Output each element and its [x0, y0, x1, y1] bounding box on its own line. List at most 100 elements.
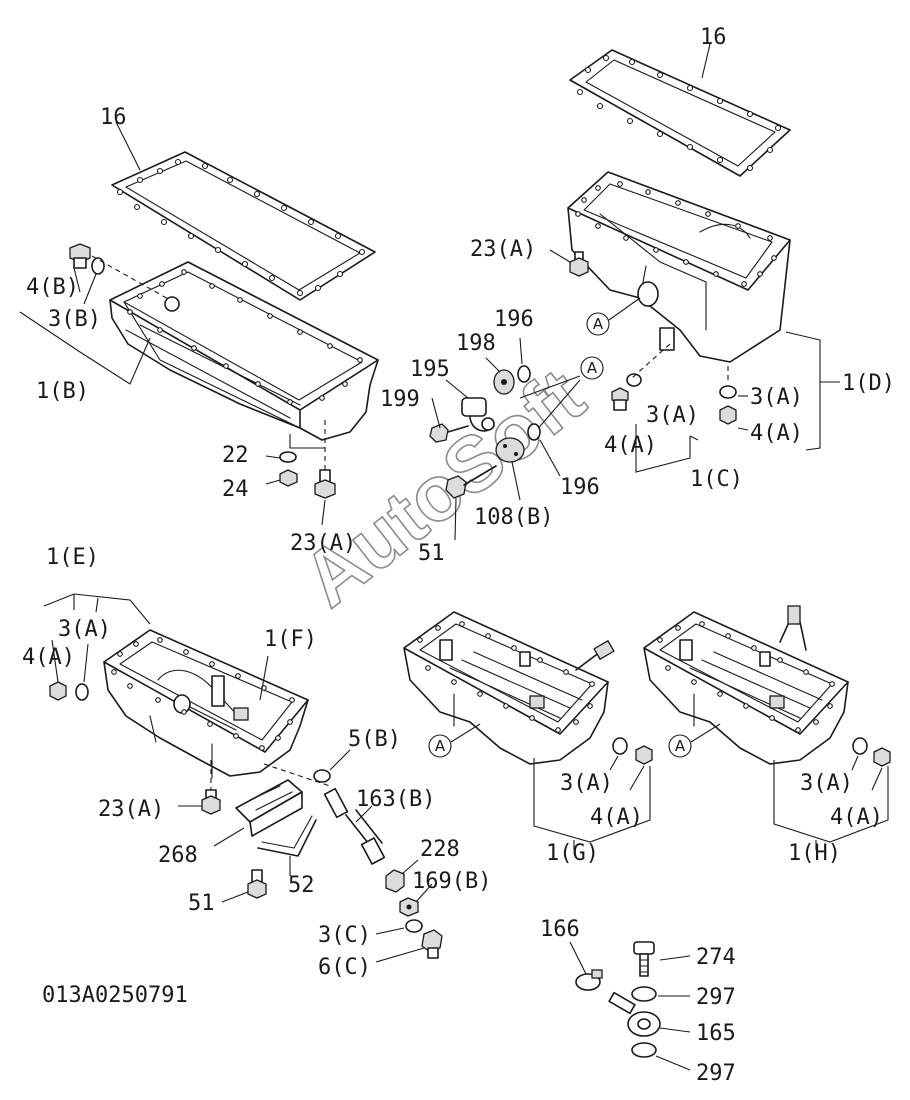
- washer-3a-d: [719, 385, 737, 399]
- svg-text:A: A: [593, 315, 604, 333]
- label-163b: 163(B): [356, 787, 435, 812]
- eye-joint-165: [608, 991, 661, 1037]
- bolt-51-low: [247, 869, 267, 899]
- label-3a-c: 3(A): [646, 403, 699, 428]
- strainer-268: [235, 779, 303, 837]
- oil-pan-1g: [403, 611, 615, 765]
- marker-a-2: [580, 356, 604, 380]
- clip-22: [279, 451, 297, 463]
- label-23a-low: 23(A): [98, 797, 164, 822]
- bolt-23a-low: [201, 789, 221, 815]
- label-166: 166: [540, 917, 580, 942]
- label-274: 274: [696, 945, 736, 970]
- marker-a-4: [668, 734, 692, 758]
- label-3b: 3(B): [48, 307, 101, 332]
- washer-3c: [405, 919, 423, 933]
- label-1e: 1(E): [46, 545, 99, 570]
- plug-4a-d: [719, 405, 737, 425]
- bolt-51-top: [445, 465, 497, 499]
- label-51-top: 51: [418, 541, 445, 566]
- label-228: 228: [420, 837, 460, 862]
- adapter-198: [493, 369, 515, 395]
- label-4a-d: 4(A): [750, 421, 803, 446]
- o-ring-196-top: [517, 365, 531, 383]
- label-198: 198: [456, 331, 496, 356]
- label-16-left: 16: [100, 105, 127, 130]
- gasket-16-right: [569, 49, 791, 177]
- label-6c: 6(C): [318, 955, 371, 980]
- label-268: 268: [158, 843, 198, 868]
- label-4a-g: 4(A): [590, 805, 643, 830]
- plug-4a-c: [611, 387, 629, 411]
- label-1d: 1(D): [842, 371, 895, 396]
- label-3a-d: 3(A): [750, 385, 803, 410]
- oil-pan-1d: [567, 171, 791, 363]
- label-1c: 1(C): [690, 467, 743, 492]
- plug-4a-e: [49, 681, 67, 701]
- bolt-274: [633, 941, 655, 977]
- label-297-bottom: 297: [696, 1061, 736, 1086]
- plug-4a-h: [873, 747, 891, 767]
- label-51-low: 51: [188, 891, 215, 916]
- label-108b: 108(B): [474, 505, 553, 530]
- washer-3a-e: [75, 683, 89, 701]
- label-23a-top: 23(A): [470, 237, 536, 262]
- label-23a-mid: 23(A): [290, 531, 356, 556]
- label-3a-h: 3(A): [800, 771, 853, 796]
- fitting-108b: [495, 437, 525, 463]
- washer-297-bottom: [631, 1042, 657, 1058]
- bolt-199: [429, 423, 469, 443]
- oil-pan-1f: [103, 629, 309, 779]
- label-165: 165: [696, 1021, 736, 1046]
- label-3a-g: 3(A): [560, 771, 613, 796]
- label-4a-e: 4(A): [22, 645, 75, 670]
- label-199: 199: [380, 387, 420, 412]
- washer-3a-c: [626, 373, 642, 387]
- label-1h: 1(H): [788, 841, 841, 866]
- svg-text:A: A: [435, 737, 446, 755]
- clamp-166: [575, 969, 603, 991]
- label-16-right: 16: [700, 25, 727, 50]
- label-4a-c: 4(A): [604, 433, 657, 458]
- nut-24: [279, 469, 298, 487]
- label-1b: 1(B): [36, 379, 89, 404]
- pipe-163b: [323, 787, 386, 865]
- bolt-23a-mid: [314, 469, 336, 499]
- label-196-top: 196: [494, 307, 534, 332]
- svg-text:A: A: [675, 737, 686, 755]
- label-4a-h: 4(A): [830, 805, 883, 830]
- washer-297-top: [631, 986, 657, 1002]
- washer-3a-h: [852, 737, 868, 755]
- washer-5b: [313, 769, 331, 783]
- label-1g: 1(G): [546, 841, 599, 866]
- oil-pan-1b: [109, 261, 379, 441]
- label-3a-e: 3(A): [58, 617, 111, 642]
- gasket-16-left: [111, 151, 376, 301]
- label-3c: 3(C): [318, 923, 371, 948]
- fitting-228: [385, 869, 405, 893]
- label-1f: 1(F): [264, 627, 317, 652]
- washer-3b: [91, 257, 105, 275]
- label-4b: 4(B): [26, 275, 79, 300]
- label-196-bottom: 196: [560, 475, 600, 500]
- washer-3a-g: [612, 737, 628, 755]
- svg-text:A: A: [587, 359, 598, 377]
- label-22: 22: [222, 443, 249, 468]
- label-52: 52: [288, 873, 315, 898]
- bolt-23a-top: [569, 251, 589, 277]
- plug-4a-g: [635, 745, 653, 765]
- label-297-top: 297: [696, 985, 736, 1010]
- bracket-52: [257, 815, 317, 857]
- nut-169b: [399, 897, 419, 917]
- union-195: [461, 397, 495, 432]
- plug-6c: [421, 929, 443, 959]
- label-24: 24: [222, 477, 249, 502]
- marker-a-1: [586, 312, 610, 336]
- drain-plug-4b: [69, 243, 91, 269]
- marker-a-3: [428, 734, 452, 758]
- label-195: 195: [410, 357, 450, 382]
- oil-pan-1h: [643, 605, 849, 765]
- label-169b: 169(B): [412, 869, 491, 894]
